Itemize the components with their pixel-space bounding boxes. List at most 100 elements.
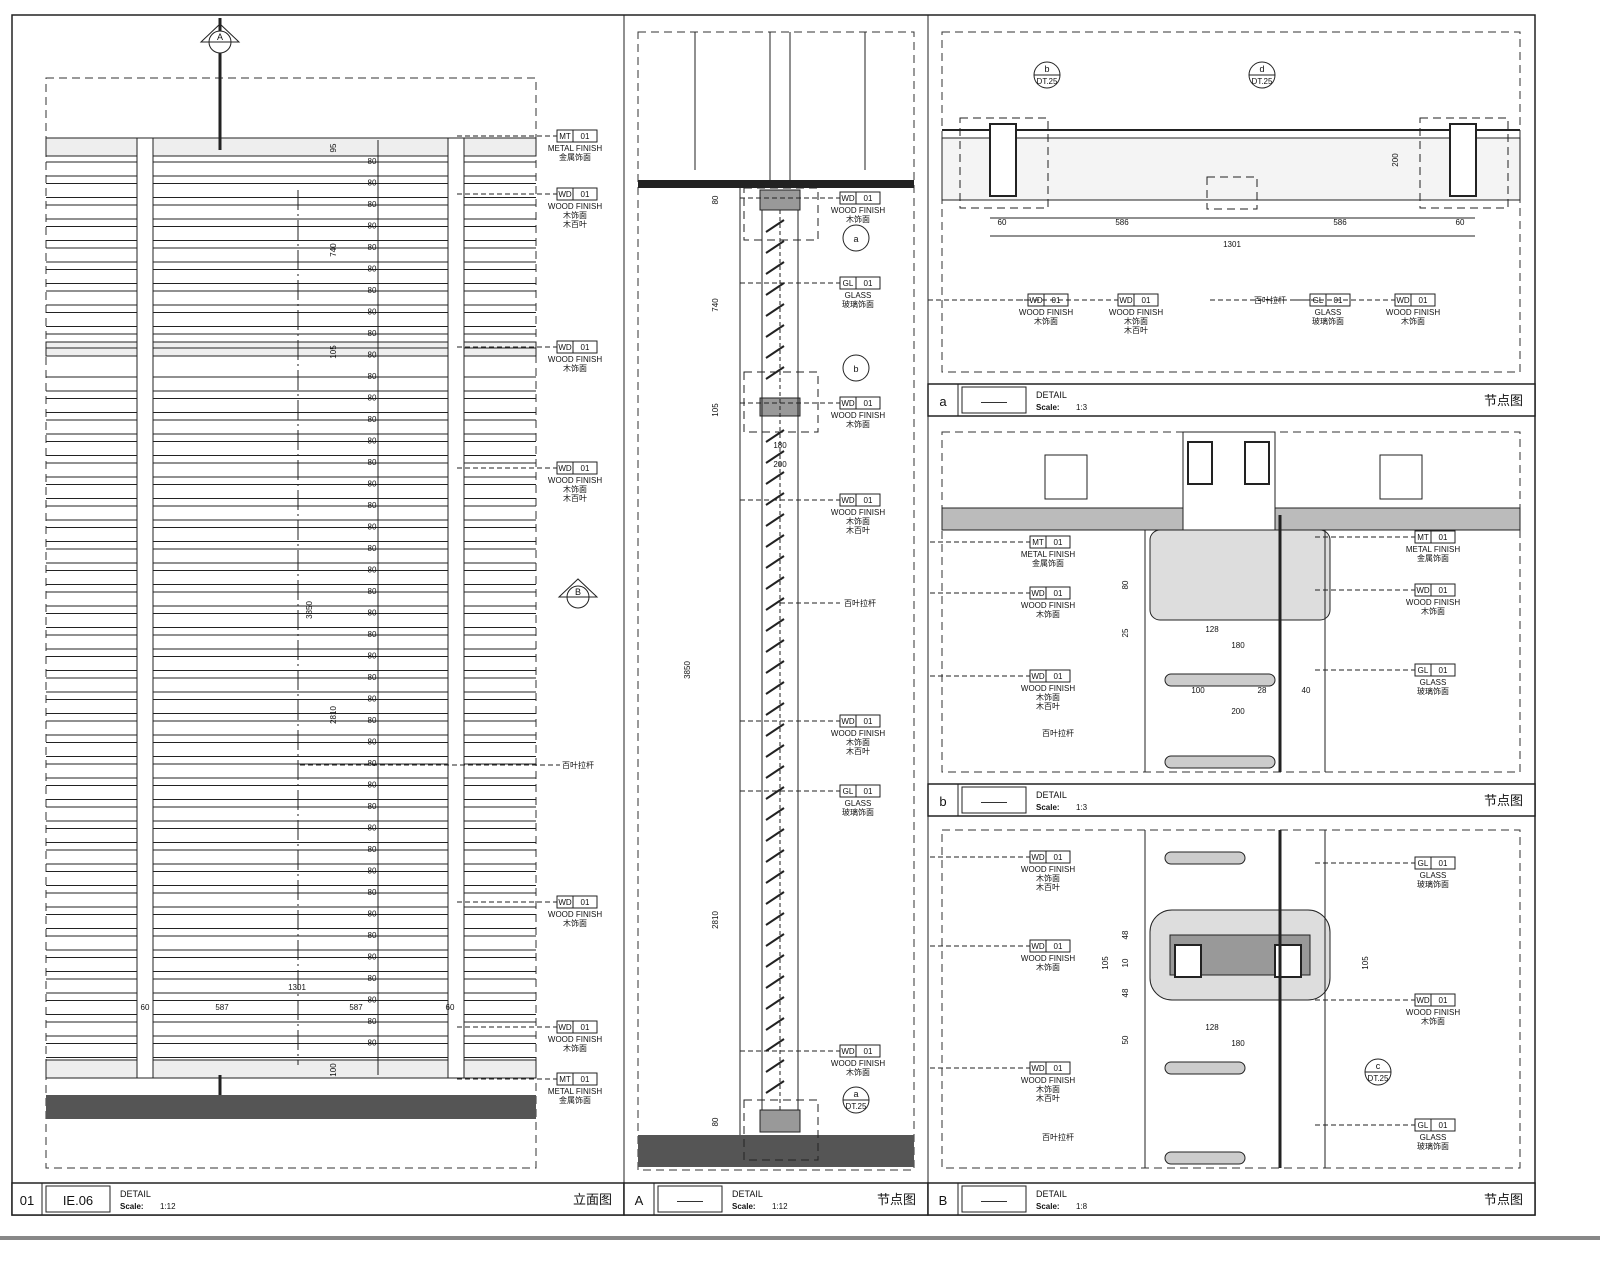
tag-code: WD xyxy=(558,1023,572,1032)
dimension-label: 80 xyxy=(1121,580,1130,589)
floor-slab xyxy=(46,1095,536,1119)
tag-text: 木饰面 xyxy=(1421,1016,1445,1026)
dimension-label: 128 xyxy=(1205,625,1219,634)
callout-letter: b xyxy=(1044,64,1049,74)
ceiling-slab xyxy=(638,180,914,188)
tag-text: METAL FINISH xyxy=(1406,545,1460,554)
dimension-label: 60 xyxy=(446,1003,455,1012)
louver-spacing: 80 xyxy=(368,458,377,467)
tag-text: 木饰面 xyxy=(563,1043,587,1053)
sheet-code: —— xyxy=(677,1193,703,1208)
tag-text: WOOD FINISH xyxy=(548,355,602,364)
callout-ref: DT.25 xyxy=(1368,1074,1389,1083)
scale-label: Scale: xyxy=(732,1202,756,1211)
dimension-label: 2810 xyxy=(711,911,720,929)
tag-text: 金属饰面 xyxy=(559,152,591,162)
tag-text: 玻璃饰面 xyxy=(842,807,874,817)
view-id: a xyxy=(939,394,947,409)
view-type: 节点图 xyxy=(1484,793,1523,808)
detail-boundary xyxy=(1419,117,1509,209)
tag-number: 01 xyxy=(864,496,873,505)
louver-spacing: 80 xyxy=(368,931,377,940)
tag-code: WD xyxy=(1031,853,1045,862)
tag-text: 木百叶 xyxy=(1124,325,1148,335)
view-title: DETAIL xyxy=(1036,790,1067,800)
tag-number: 01 xyxy=(864,1047,873,1056)
tag-code: WD xyxy=(841,717,855,726)
code-box xyxy=(961,1185,1027,1213)
dimension-label: 200 xyxy=(1391,153,1400,167)
tag-text: 玻璃饰面 xyxy=(1417,686,1449,696)
dimension-label: 100 xyxy=(329,1063,338,1077)
tag-code: WD xyxy=(1031,942,1045,951)
view-title: DETAIL xyxy=(1036,390,1067,400)
scale-value: 1:12 xyxy=(160,1202,176,1211)
section-marker: B xyxy=(557,578,599,609)
tag-text: 金属饰面 xyxy=(1032,558,1064,568)
tag-code: MT xyxy=(559,1075,571,1084)
tag-text: WOOD FINISH xyxy=(1021,1076,1075,1085)
detail-b-drawing xyxy=(1144,830,1331,1168)
tag-text: METAL FINISH xyxy=(548,1087,602,1096)
tag-code: WD xyxy=(558,898,572,907)
louver-spacing: 80 xyxy=(368,437,377,446)
detail-boundary xyxy=(959,117,1049,209)
louver-spacing: 80 xyxy=(368,910,377,919)
view-title: DETAIL xyxy=(120,1189,151,1199)
tag-text: WOOD FINISH xyxy=(548,910,602,919)
tag-text: WOOD FINISH xyxy=(1109,308,1163,317)
tag-code: WD xyxy=(1119,296,1133,305)
view-title: DETAIL xyxy=(1036,1189,1067,1199)
tag-text: 木饰面 xyxy=(846,1067,870,1077)
dimension-label: 586 xyxy=(1115,218,1129,227)
tag-code: WD xyxy=(1031,1064,1045,1073)
detail-a-boundary xyxy=(743,187,819,241)
bottom-rail xyxy=(759,1109,801,1133)
plan-viewport xyxy=(941,31,1521,373)
dimension-label: 180 xyxy=(773,441,787,450)
tag-number: 01 xyxy=(1439,586,1448,595)
sheet-code: —— xyxy=(981,794,1007,809)
post-section xyxy=(1449,123,1477,197)
view-type: 节点图 xyxy=(1484,393,1523,408)
tag-code: WD xyxy=(558,464,572,473)
elevation-drawing: 8080808080808080808080808080808080808080… xyxy=(45,18,537,1119)
louver-spacing: 80 xyxy=(368,845,377,854)
post-section xyxy=(989,123,1017,197)
dimension-label: 1301 xyxy=(1223,240,1241,249)
tag-text: 金属饰面 xyxy=(559,1095,591,1105)
louver-spacing: 80 xyxy=(368,544,377,553)
tag-code: GL xyxy=(1418,1121,1429,1130)
louver-spacing: 80 xyxy=(368,200,377,209)
title-block-frame xyxy=(623,1182,929,1216)
tag-text: 玻璃饰面 xyxy=(1312,316,1344,326)
tag-text: WOOD FINISH xyxy=(1019,308,1073,317)
detail-callout: dDT.25 xyxy=(1248,61,1276,89)
louver-spacing: 80 xyxy=(368,802,377,811)
tag-number: 01 xyxy=(864,787,873,796)
elevation-viewport xyxy=(45,77,537,1169)
louver-spacing: 80 xyxy=(368,415,377,424)
tag-text: 木百叶 xyxy=(563,493,587,503)
dimension-label: 587 xyxy=(349,1003,363,1012)
tag-text: 木饰面 xyxy=(846,516,870,526)
detail-callout: a xyxy=(842,224,870,252)
dimension-label: 80 xyxy=(711,1117,720,1126)
louver-spacing: 80 xyxy=(368,673,377,682)
scale-label: Scale: xyxy=(1036,403,1060,412)
louver-rod-label: 百叶拉杆 xyxy=(1042,1132,1074,1142)
tag-code: WD xyxy=(1031,589,1045,598)
tag-text: 木饰面 xyxy=(1036,1084,1060,1094)
dimension-label: 10 xyxy=(1121,958,1130,967)
view-type: 节点图 xyxy=(877,1192,916,1207)
louver-spacing: 80 xyxy=(368,953,377,962)
callout-ref: DT.25 xyxy=(1037,77,1058,86)
tag-text: WOOD FINISH xyxy=(831,508,885,517)
